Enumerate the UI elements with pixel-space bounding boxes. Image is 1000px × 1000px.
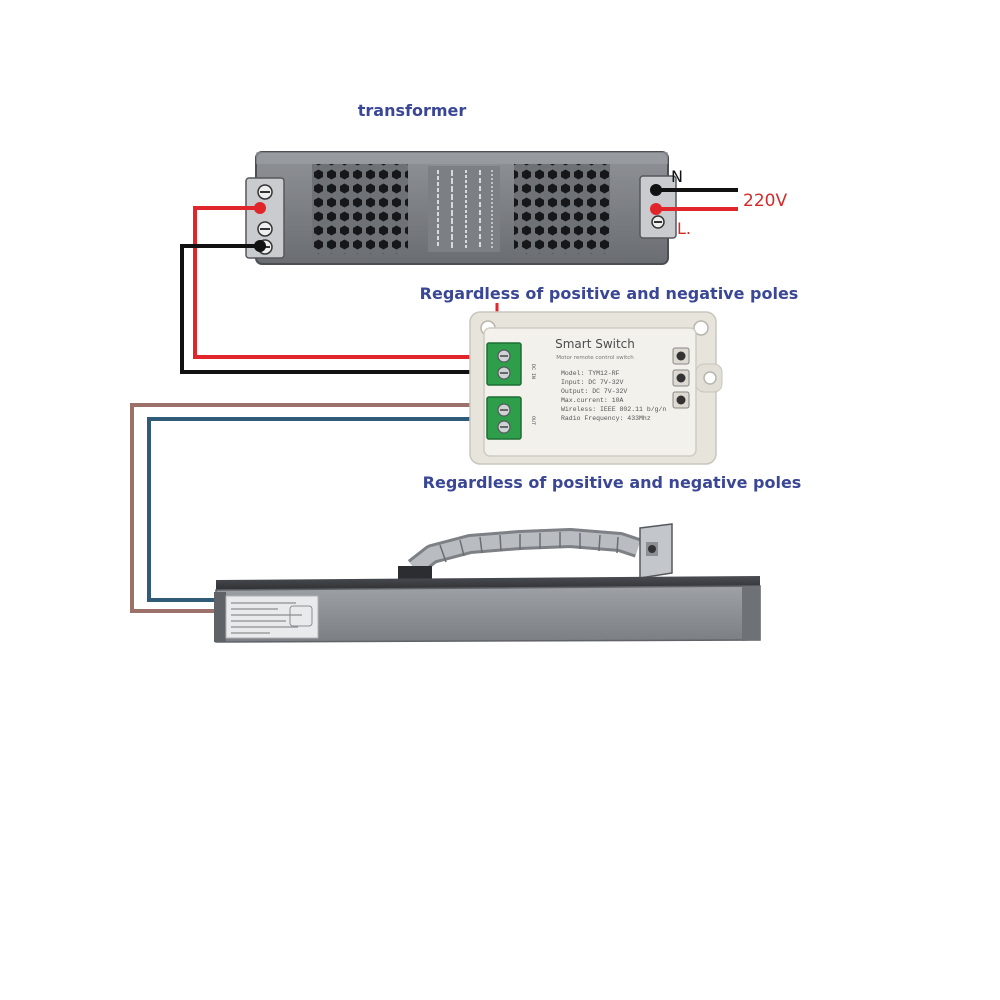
switch-side-label-out: OUT [530, 416, 536, 425]
switch-buttons [672, 347, 690, 409]
actuator-bracket [639, 523, 673, 579]
dc-negative-wire [180, 244, 473, 374]
switch-side-label-in: DC IN [530, 364, 536, 379]
dc-positive-terminal-dot [254, 202, 266, 214]
transformer-label: transformer [358, 101, 467, 120]
mains-voltage-label: 220V [743, 191, 787, 211]
switch-title: Smart Switch [555, 337, 635, 351]
poles-note-top: Regardless of positive and negative pole… [420, 284, 799, 303]
dc-positive-wire [193, 206, 473, 359]
switch-spec-input: Input: DC 7V-32V [561, 379, 624, 386]
live-terminal-dot [650, 203, 662, 215]
chain-actuator [214, 523, 761, 643]
power-supply [245, 151, 677, 265]
vent-grille-right [514, 164, 610, 254]
actuator-label-sticker [225, 595, 319, 639]
vent-grille-left [312, 164, 408, 254]
smart-switch: DC IN OUT Smart Switch Motor remote cont… [469, 311, 723, 465]
switch-spec-model: Model: TYM12-RF [561, 370, 620, 377]
psu-terminal-left [245, 177, 285, 259]
switch-input-terminal [486, 342, 522, 386]
switch-spec-output: Output: DC 7V-32V [561, 388, 627, 395]
blue-motor-wire [147, 417, 473, 602]
poles-note-bottom: Regardless of positive and negative pole… [423, 473, 802, 492]
switch-spec-frequency: Radio Frequency: 433Mhz [561, 415, 651, 422]
dc-negative-terminal-dot [254, 240, 266, 252]
neutral-label: N [671, 167, 683, 186]
brown-motor-wire [130, 403, 473, 613]
live-label: L. [677, 219, 691, 238]
switch-spec-current: Max.current: 10A [561, 397, 624, 404]
mount-hole [693, 320, 709, 336]
switch-spec-wireless: Wireless: IEEE 802.11 b/g/n [561, 406, 666, 413]
psu-spec-strip [428, 166, 500, 252]
switch-output-terminal [486, 396, 522, 440]
neutral-terminal-dot [650, 184, 662, 196]
switch-subtitle: Motor remote control switch [556, 355, 634, 361]
actuator-chain [407, 528, 642, 576]
chain-exit [398, 566, 432, 582]
